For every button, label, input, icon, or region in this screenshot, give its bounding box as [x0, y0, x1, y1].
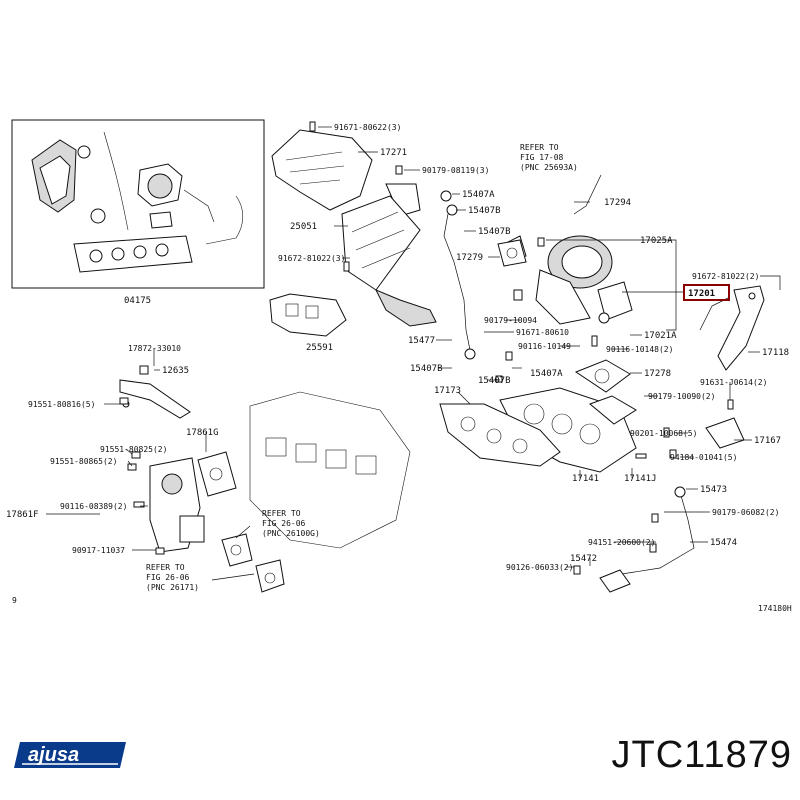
part-label: 17021A: [644, 331, 677, 341]
turbocharger-17201: [503, 235, 633, 325]
part-label: 91551-80825(2): [100, 445, 167, 454]
bracket-25591: [269, 293, 347, 337]
refer-note-line: FIG 26-06: [262, 519, 306, 528]
refer-note-line: (PNC 26100G): [262, 529, 320, 538]
part-label: 15474: [710, 538, 737, 548]
pipe-26171: [255, 559, 285, 593]
part-label: 91671-80610: [516, 328, 569, 337]
part-label: 12635: [162, 366, 189, 376]
part-label: 91672-81022(3): [278, 254, 345, 263]
inset-assembly: [11, 119, 265, 289]
gasket-26100: [221, 533, 253, 567]
part-label: 15473: [700, 485, 727, 495]
part-label: 91551-80865(2): [50, 457, 117, 466]
cylinder-head-outline: [249, 391, 411, 549]
refer-note-line: FIG 17-08: [520, 153, 564, 162]
part-code: JTC11879: [611, 734, 792, 776]
egr-cooler-17861G: [197, 451, 237, 497]
part-labels: 91671-80622(3) 17271 90179-08119(3) 1540…: [6, 123, 789, 572]
part-label: 17141J: [624, 474, 657, 484]
part-label: 17861G: [186, 428, 219, 438]
gasket-17279: [497, 239, 527, 267]
refer-note-line: REFER TO: [520, 143, 559, 152]
part-label: 15407A: [462, 190, 495, 200]
refer-note-fig26-06-a: REFER TO FIG 26-06 (PNC 26100G): [262, 509, 320, 538]
logo-badge: [14, 742, 126, 768]
part-label: 04175: [124, 296, 151, 306]
part-label: 25591: [306, 343, 333, 353]
brand-logo: ajusa: [14, 742, 126, 768]
part-label: 15407B: [478, 376, 511, 386]
bracket-17118: [717, 285, 765, 371]
part-label: 17271: [380, 148, 407, 158]
part-label: 17278: [644, 369, 671, 379]
part-label: 17279: [456, 253, 483, 263]
part-label: 94184-01041(5): [670, 453, 737, 462]
part-label: 17294: [604, 198, 631, 208]
logo-text: ajusa: [28, 744, 79, 766]
part-label: 90179-10094: [484, 316, 537, 325]
part-label: 25051: [290, 222, 317, 232]
refer-note-line: REFER TO: [146, 563, 185, 572]
part-label: 17872-33010: [128, 344, 181, 353]
part-label: 91551-80816(5): [28, 400, 95, 409]
part-label: 90917-11037: [72, 546, 125, 555]
part-label: 15407B: [468, 206, 501, 216]
refer-note-line: (PNC 25693A): [520, 163, 578, 172]
refer-note-line: FIG 26-06: [146, 573, 190, 582]
gasket-17278: [574, 359, 631, 393]
part-label: 15472: [570, 554, 597, 564]
bolts: [119, 121, 734, 575]
part-label: 17201: [688, 289, 715, 299]
part-label: 17173: [434, 386, 461, 396]
refer-note-fig26-06-b: REFER TO FIG 26-06 (PNC 26171): [146, 563, 199, 592]
part-label: 15407A: [530, 369, 563, 379]
part-label: 90179-06082(2): [712, 508, 779, 517]
refer-note-line: REFER TO: [262, 509, 301, 518]
part-label: 90116-10149: [518, 342, 571, 351]
part-label: 90116-08389(2): [60, 502, 127, 511]
gasket-17173: [439, 403, 561, 467]
figure-reference: 174180H: [758, 604, 792, 613]
part-label: 15477: [408, 336, 435, 346]
part-label: 90116-10148(2): [606, 345, 673, 354]
pipe-15474: [599, 486, 695, 593]
page-mark: 9: [12, 596, 17, 605]
egr-valve-17861F: [149, 457, 205, 553]
leader-lines: [46, 126, 781, 581]
part-label: 91672-81022(2): [692, 272, 759, 281]
part-label: 91671-80622(3): [334, 123, 401, 132]
part-label: 94151-20600(2): [588, 538, 655, 547]
part-label: 17861F: [6, 510, 39, 520]
part-label: 90179-08119(3): [422, 166, 489, 175]
part-label: 17118: [762, 348, 789, 358]
part-label: 15407B: [478, 227, 511, 237]
part-label: 90126-06033(2): [506, 563, 573, 572]
highlight-box-17201: [683, 284, 730, 301]
oil-pipe-15477: [440, 190, 476, 360]
part-label: 90201-10068(5): [630, 429, 697, 438]
insulator-17167: [705, 417, 745, 449]
heat-insulator-17271: [271, 129, 373, 211]
refer-note-fig17-08: REFER TO FIG 17-08 (PNC 25693A): [520, 143, 578, 172]
part-label: 15407B: [410, 364, 443, 374]
part-label: 90179-10090(2): [648, 392, 715, 401]
catalytic-converter-25051: [341, 183, 437, 327]
part-label: 17141: [572, 474, 599, 484]
part-label: 91631-J0614(2): [700, 378, 767, 387]
part-label: 17025A: [640, 236, 673, 246]
refer-note-line: (PNC 26171): [146, 583, 199, 592]
part-label: 17167: [754, 436, 781, 446]
